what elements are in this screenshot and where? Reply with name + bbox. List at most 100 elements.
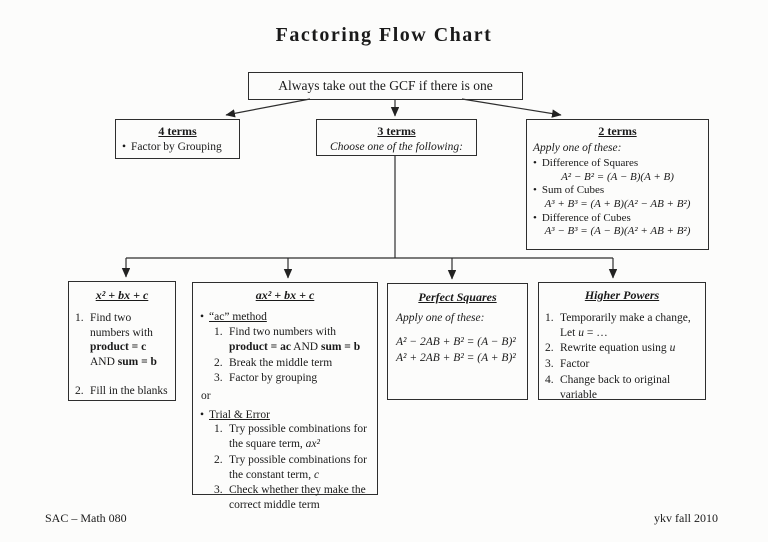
step-text: Factor (560, 358, 590, 371)
step-text-part: Let (560, 326, 579, 339)
author-term-label: ykv fall 2010 (654, 511, 718, 525)
perfect-squares-box: Perfect Squares Apply one of these: A² −… (387, 283, 528, 400)
step-item: 3. Factor (545, 357, 699, 372)
step-text-bold: product = c (90, 341, 147, 354)
step-text-part: Try possible combinations for the square… (229, 423, 367, 451)
step-text: Find two numbers with product = c AND su… (90, 311, 169, 371)
step-number: 3. (214, 484, 223, 497)
trial-error-label-row: • Trial & Error (200, 408, 370, 423)
perfect-square-formula-plus: A² + 2AB + B² = (A + B)² (396, 352, 516, 364)
page-title: Factoring Flow Chart (275, 24, 493, 46)
case-label: Sum of Cubes (541, 184, 605, 197)
step-text-part: Let u = … (560, 326, 699, 341)
step-text-bold: sum = b (117, 356, 157, 369)
case-label: Difference of Cubes (541, 211, 631, 224)
case-difference-of-squares: • Difference of Squares (533, 157, 702, 171)
step-item: 1. Find two numbers with product = ac AN… (214, 325, 370, 354)
step-text-part: Rewrite equation using (560, 342, 670, 355)
bullet-icon: • (200, 408, 205, 421)
higher-powers-box: Higher Powers 1. Temporarily make a chan… (538, 282, 706, 403)
step-text-part: Find two numbers with (229, 326, 337, 339)
step-item: 2. Rewrite equation using u (545, 341, 699, 356)
four-terms-item-label: Factor by Grouping (131, 141, 222, 153)
step-text-math: u (578, 326, 584, 339)
step-text-math: c (313, 468, 320, 481)
ac-method-steps: 1. Find two numbers with product = ac AN… (200, 325, 370, 386)
perfect-squares-heading: Perfect Squares (418, 290, 497, 304)
bullet-icon: • (200, 311, 205, 324)
step-text: Rewrite equation using u (560, 341, 699, 356)
step-number: 1. (214, 423, 223, 436)
step-number: 3. (214, 372, 223, 385)
two-terms-note: Apply one of these: (533, 141, 622, 154)
step-number: 2. (214, 453, 223, 466)
step-text: Find two numbers with product = ac AND s… (229, 325, 370, 354)
formula-difference-of-cubes: A³ − B³ = (A − B)(A² + AB + B²) (544, 225, 691, 238)
step-number: 3. (545, 358, 554, 371)
step-item: 2. Try possible combinations for the con… (214, 453, 370, 482)
higher-powers-heading: Higher Powers (584, 288, 660, 302)
step-number: 1. (214, 326, 223, 339)
two-terms-heading: 2 terms (598, 124, 637, 138)
formula-sum-of-cubes: A³ + B³ = (A + B)(A² − AB + B²) (544, 198, 691, 210)
step-text: Break the middle term (229, 356, 333, 369)
step-item: 2. Break the middle term (214, 356, 370, 371)
case-sum-of-cubes: • Sum of Cubes (533, 184, 702, 198)
step-text: Try possible combinations for the consta… (229, 453, 370, 482)
step-item: 1. Find two numbers with product = c AND… (75, 311, 169, 371)
step-text-part: = … (583, 326, 608, 339)
two-terms-box: 2 terms Apply one of these: • Difference… (526, 119, 709, 250)
trial-error-label: Trial & Error (209, 408, 270, 421)
ax2-bx-c-box: ax² + bx + c • “ac” method 1. Find two n… (192, 282, 378, 511)
step-text-bold: sum = b (320, 340, 361, 353)
x2-bx-c-heading: x² + bx + c (95, 288, 149, 302)
ax2-bx-c-heading: ax² + bx + c (255, 288, 315, 302)
case-difference-of-cubes: • Difference of Cubes (533, 212, 702, 226)
gcf-box: Always take out the GCF if there is one (248, 72, 523, 100)
step-item: 3. Factor by grouping (214, 371, 370, 386)
four-terms-heading: 4 terms (158, 124, 197, 138)
three-terms-heading: 3 terms (377, 124, 416, 138)
step-text-part: AND (90, 356, 118, 369)
step-item: 1. Temporarily make a change, Let u = … (545, 311, 699, 341)
ac-method-label-row: • “ac” method (200, 310, 370, 325)
gcf-text: Always take out the GCF if there is one (278, 78, 493, 93)
arrow-gcf-to-2terms (461, 98, 562, 118)
perfect-squares-note: Apply one of these: (396, 312, 485, 324)
three-terms-note: Choose one of the following: (330, 141, 463, 153)
x2-bx-c-box: x² + bx + c 1. Find two numbers with pro… (68, 281, 176, 401)
bullet-icon: • (122, 141, 127, 153)
step-text-math: ax² (305, 438, 320, 451)
bullet-icon: • (533, 211, 537, 224)
three-terms-box: 3 terms Choose one of the following: (316, 119, 477, 156)
step-text: Check whether they make the correct midd… (229, 484, 366, 511)
step-text-part: Find two numbers with (90, 311, 153, 339)
four-terms-item: • Factor by Grouping (122, 141, 233, 153)
arrow-gcf-to-4terms (225, 98, 311, 118)
step-number: 1. (75, 311, 84, 324)
bullet-icon: • (533, 157, 537, 170)
step-text: Temporarily make a change, Let u = … (560, 311, 699, 341)
step-text: Factor by grouping (229, 372, 318, 385)
four-terms-box: 4 terms • Factor by Grouping (115, 119, 240, 159)
step-text-part: AND (290, 340, 321, 353)
step-text-math: u (669, 342, 676, 355)
formula-difference-of-squares: A² − B² = (A − B)(A + B) (561, 170, 674, 183)
step-text: Try possible combinations for the square… (229, 422, 370, 451)
step-item: 3. Check whether they make the correct m… (214, 483, 370, 512)
case-label: Difference of Squares (541, 157, 639, 170)
trial-error-steps: 1. Try possible combinations for the squ… (200, 422, 370, 512)
or-separator: or (201, 389, 211, 402)
bullet-icon: • (533, 184, 537, 197)
step-number: 2. (75, 385, 84, 398)
step-text-bold: product = ac (229, 340, 291, 353)
step-number: 2. (545, 342, 554, 355)
course-label: SAC – Math 080 (45, 511, 127, 525)
step-text: Change back to original variable (560, 374, 671, 402)
step-number: 2. (214, 356, 223, 369)
step-number: 4. (545, 374, 554, 387)
step-text-part: Temporarily make a change, (560, 311, 691, 324)
step-item: 4. Change back to original variable (545, 373, 699, 403)
step-text-part: Try possible combinations for the consta… (229, 453, 367, 481)
